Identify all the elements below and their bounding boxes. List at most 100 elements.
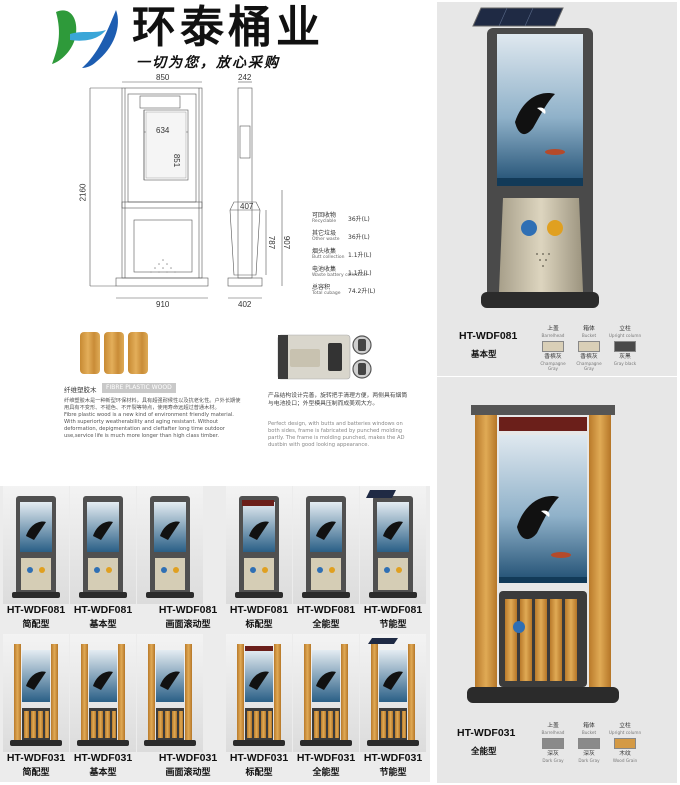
material-desc-cn: 纤维塑胶木是一种新型环保材料，具有超强耐候性以及抗老化性。户外长期使用具有不变形… xyxy=(64,398,241,411)
dim-inner-height: 851 xyxy=(172,153,182,168)
spec-row: 电池收集 Waste battery collection 1.1升(L) xyxy=(312,266,422,284)
col-name: 箱体 xyxy=(583,723,595,729)
spec-row: 可回收物 Recyclable 36升(L) xyxy=(312,212,422,230)
col-name: 箱体 xyxy=(583,326,595,332)
spec-row: 其它垃圾 Other waste 36升(L) xyxy=(312,230,422,248)
logo-mark-icon xyxy=(52,10,118,68)
color-col-head: 上盖 Barrelhead xyxy=(535,723,571,735)
swatch-name-en: Champagne Gray xyxy=(576,361,602,371)
color-col-head: 立柱 Upright column xyxy=(607,326,643,338)
spec-row: 总容积 Total cubage 74.2升(L) xyxy=(312,284,422,302)
color-swatch xyxy=(578,738,600,749)
product-model: HT-WDF081 xyxy=(459,330,518,342)
dim-side-base: 402 xyxy=(238,300,252,309)
swatch-name: 深灰 xyxy=(547,751,559,757)
detail-photos xyxy=(276,333,382,383)
product-image-wdf081 xyxy=(472,7,599,308)
product-image-wdf031 xyxy=(467,405,619,703)
thumbnail-model: HT-WDF031 xyxy=(158,752,218,764)
color-table-wdf081: 上盖 Barrelhead 箱体 Bucket 立柱 Upright colum… xyxy=(535,326,675,376)
thumbnail-model: HT-WDF081 xyxy=(6,604,66,616)
color-caption: 木纹 Wood Grain xyxy=(607,751,643,763)
material-description: 纤维塑胶木是一种新型环保材料，具有超强耐候性以及抗老化性。户外长期使用具有不变形… xyxy=(64,398,244,440)
thumbnail-model: HT-WDF081 xyxy=(363,604,423,616)
thumbnail-images-row1 xyxy=(12,490,417,598)
thumbnail-type: 简配型 xyxy=(22,768,50,778)
color-swatch xyxy=(542,341,564,352)
thumbnail-model: HT-WDF081 xyxy=(158,604,218,616)
brand-logo: 环泰桶业 一切为您，放心采购 xyxy=(48,2,338,71)
material-label: FIBRE PLASTIC WOOD xyxy=(102,383,176,393)
wood-swatch xyxy=(80,332,100,374)
thumbnail-row-wdf031: HT-WDF031 简配型 HT-WDF031 基本型 HT-WDF031 画面… xyxy=(0,634,430,782)
color-swatch xyxy=(542,738,564,749)
thumbnail-type: 全能型 xyxy=(312,620,340,630)
thumbnail-row-wdf081: HT-WDF081 简配型 HT-WDF081 基本型 HT-WDF081 画面… xyxy=(0,486,430,634)
product-type: 基本型 xyxy=(471,350,497,360)
swatch-name: 香槟灰 xyxy=(580,354,598,360)
wood-swatch xyxy=(104,332,124,374)
dim-top-width: 850 xyxy=(156,73,170,82)
dim-side-h1: 787 xyxy=(267,235,277,250)
thumbnail-type: 全能型 xyxy=(312,768,340,778)
color-swatch xyxy=(614,738,636,749)
thumbnail-type: 基本型 xyxy=(89,620,117,630)
material-desc-en: Fibre plastic wood is a new kind of envi… xyxy=(64,412,234,439)
swatch-name-en: Dark Gray xyxy=(578,758,600,763)
brand-name: 环泰桶业 xyxy=(132,2,324,53)
thumbnail-type: 画面滚动型 xyxy=(165,768,211,778)
spec-label-en: Butt collection xyxy=(312,255,345,260)
spec-row: 烟头收集 Butt collection 1.1升(L) xyxy=(312,248,422,266)
thumbnail-model: HT-WDF081 xyxy=(229,604,289,616)
thumbnail-type: 标配型 xyxy=(245,620,273,630)
spec-value: 1.1升(L) xyxy=(348,270,372,277)
thumbnail-model: HT-WDF031 xyxy=(296,752,356,764)
spec-value: 1.1升(L) xyxy=(348,252,372,259)
thumbnail-type: 节能型 xyxy=(379,768,407,778)
dim-inner-width: 634 xyxy=(156,126,170,135)
spec-label: 烟头收集 xyxy=(312,248,337,255)
thumbnail-model: HT-WDF081 xyxy=(73,604,133,616)
material-title-row: 纤维塑胶木 FIBRE PLASTIC WOOD xyxy=(64,383,184,394)
material-title: 纤维塑胶木 xyxy=(64,386,97,394)
swatch-name-en: Gray black xyxy=(613,361,637,366)
thumbnail-model: HT-WDF081 xyxy=(296,604,356,616)
thumbnail-model: HT-WDF031 xyxy=(229,752,289,764)
thumbnail-model: HT-WDF031 xyxy=(73,752,133,764)
thumbnail-type: 基本型 xyxy=(89,768,117,778)
thumbnail-type: 节能型 xyxy=(379,620,407,630)
dim-base-width: 910 xyxy=(156,300,170,309)
col-name-en: Upright column xyxy=(608,333,642,338)
swatch-name: 深灰 xyxy=(583,751,595,757)
dim-total-height: 2160 xyxy=(78,183,88,202)
product-panel-wdf081: HT-WDF081 基本型 上盖 Barrelhead 箱体 Bucket 立柱… xyxy=(437,2,677,376)
product-panel-wdf031: HT-WDF031 全能型 上盖 Barrelhead 箱体 Bucket 立柱… xyxy=(437,377,677,783)
swatch-name: 香槟灰 xyxy=(544,354,562,360)
swatch-name-en: Wood Grain xyxy=(612,758,638,763)
color-swatch xyxy=(578,341,600,352)
col-name: 上盖 xyxy=(547,326,559,332)
col-name-en: Barrelhead xyxy=(541,333,565,338)
col-name: 上盖 xyxy=(547,723,559,729)
spec-value: 74.2升(L) xyxy=(348,288,376,295)
swatch-name-en: Dark Gray xyxy=(542,758,564,763)
swatch-name-en: Champagne Gray xyxy=(540,361,566,371)
col-name: 立柱 xyxy=(619,723,631,729)
color-col-head: 箱体 Bucket xyxy=(571,723,607,735)
col-name-en: Barrelhead xyxy=(541,730,565,735)
product-model: HT-WDF031 xyxy=(457,727,516,739)
col-name: 立柱 xyxy=(619,326,631,332)
spec-label-en: Total cubage xyxy=(312,291,341,296)
wood-swatches xyxy=(80,332,150,374)
thumbnail-type: 标配型 xyxy=(245,768,273,778)
color-col-head: 立柱 Upright column xyxy=(607,723,643,735)
technical-drawing: 850 242 634 851 2160 910 407 787 907 402 xyxy=(70,70,390,315)
color-swatch xyxy=(614,341,636,352)
color-table-wdf031: 上盖 Barrelhead 箱体 Bucket 立柱 Upright colum… xyxy=(535,723,675,777)
brand-slogan: 一切为您，放心采购 xyxy=(136,55,280,71)
color-col-head: 箱体 Bucket xyxy=(571,326,607,338)
color-caption: 深灰 Dark Gray xyxy=(535,751,571,763)
col-name-en: Bucket xyxy=(581,730,597,735)
spec-value: 36升(L) xyxy=(348,216,370,223)
color-caption: 香槟灰 Champagne Gray xyxy=(571,354,607,371)
